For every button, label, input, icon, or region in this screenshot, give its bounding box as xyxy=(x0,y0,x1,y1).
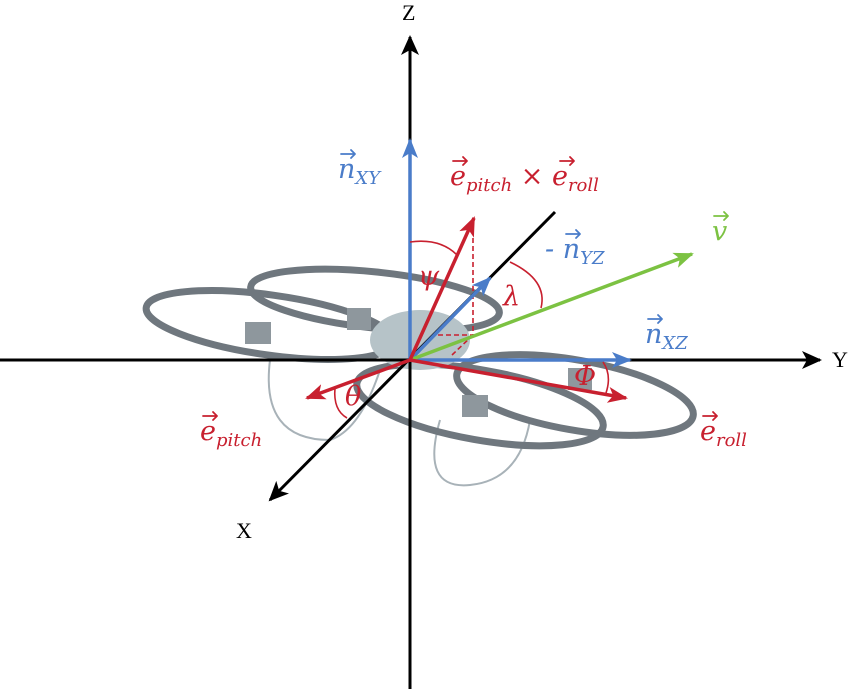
vector-arrow-icon xyxy=(559,156,575,166)
vector-arrow-icon xyxy=(452,156,468,166)
phi-label: Φ xyxy=(574,361,596,392)
e-pitch-vector xyxy=(305,358,411,400)
vector-arrow-icon xyxy=(202,411,218,421)
vector-arrow-icon xyxy=(702,411,718,421)
vector-arrow-icon xyxy=(713,211,729,221)
n-yz-vector xyxy=(408,276,492,362)
vector-arrow-icon xyxy=(340,149,356,159)
e-roll-label: eroll xyxy=(700,416,747,451)
cross-product-vector xyxy=(408,216,476,361)
e-roll-vector xyxy=(409,358,628,403)
e-pitch-label: epitch xyxy=(200,416,262,451)
v-label: v xyxy=(712,216,727,247)
vector-arrow-icon xyxy=(647,314,663,324)
psi-arc xyxy=(409,240,458,256)
vector-arrow-icon xyxy=(565,229,581,239)
velocity-vector xyxy=(409,252,694,362)
cross-product-label: epitch × eroll xyxy=(450,161,599,196)
n-xz-label: nXZ xyxy=(645,319,688,354)
z-axis-label: Z xyxy=(402,0,415,25)
n-yz-label: - nYZ xyxy=(545,234,605,269)
lambda-arc xyxy=(509,261,543,309)
theta-label: θ xyxy=(345,381,361,412)
phi-arc xyxy=(602,361,610,394)
x-axis-label: X xyxy=(236,518,252,543)
theta-arc xyxy=(333,387,348,419)
y-axis-label: Y xyxy=(832,347,848,372)
drone-illustration xyxy=(142,265,697,487)
lambda-label: λ xyxy=(502,281,520,312)
n-xy-label: nXY xyxy=(338,154,382,189)
psi-label: ψ xyxy=(418,261,440,292)
